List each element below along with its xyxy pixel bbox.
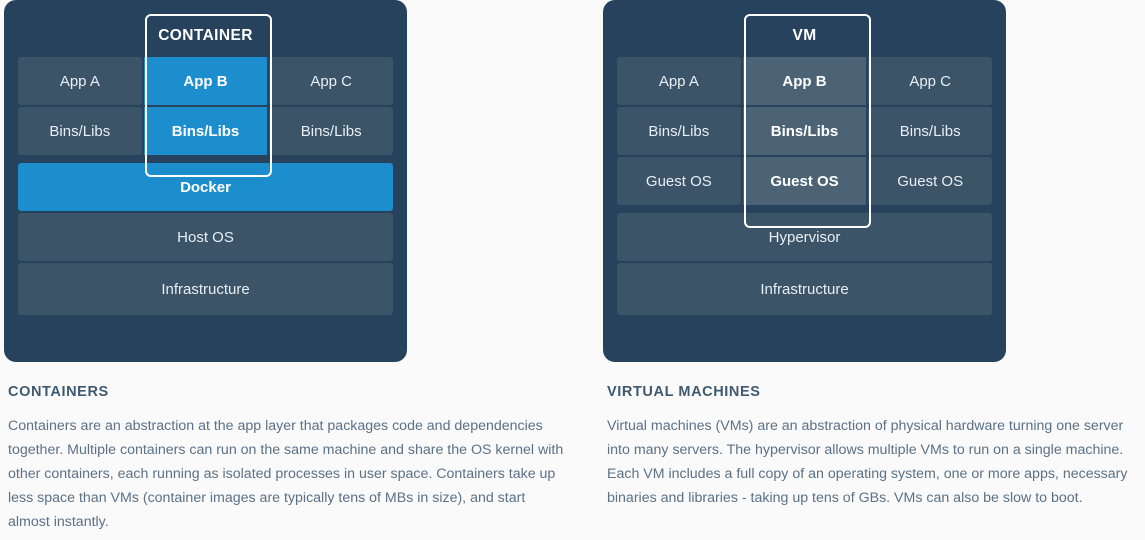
container-header-label: CONTAINER (158, 26, 253, 44)
vm-tile-app-a: App A (617, 57, 741, 105)
vm-tile-binslibs-b: Bins/Libs (742, 107, 867, 155)
containers-text-block: CONTAINERS Containers are an abstraction… (4, 384, 570, 534)
container-bar-host-os: Host OS (18, 213, 393, 261)
containers-title: CONTAINERS (8, 384, 109, 400)
virtual-machines-description: Virtual machines (VMs) are an abstractio… (607, 418, 1128, 506)
container-bar-infrastructure: Infrastructure (18, 263, 393, 315)
container-stack-header: CONTAINER (18, 14, 393, 57)
vm-libs-row: Bins/Libs Bins/Libs Bins/Libs (617, 107, 993, 155)
container-tile-binslibs-b: Bins/Libs (143, 107, 268, 155)
container-architecture-diagram: CONTAINER App A App B App C Bins/Libs Bi… (4, 0, 407, 362)
containers-description: Containers are an abstraction at the app… (8, 418, 564, 530)
containers-column: CONTAINER App A App B App C Bins/Libs Bi… (4, 0, 570, 534)
vm-bar-hypervisor: Hypervisor (617, 213, 992, 261)
virtual-machines-column: VM App A App B App C Bins/Libs Bins/Libs… (603, 0, 1145, 510)
vm-stack-header: VM (617, 14, 992, 57)
vm-tile-binslibs-c: Bins/Libs (868, 107, 993, 155)
vm-tile-guest-os-b: Guest OS (742, 157, 867, 205)
virtual-machines-title: VIRTUAL MACHINES (607, 384, 761, 400)
vm-tile-app-b: App B (742, 57, 867, 105)
vm-tile-guest-os-c: Guest OS (868, 157, 993, 205)
container-tile-binslibs-a: Bins/Libs (18, 107, 142, 155)
container-app-row: App A App B App C (18, 57, 394, 105)
vm-header-label: VM (792, 26, 817, 44)
container-tile-app-b: App B (143, 57, 268, 105)
vm-tile-app-c: App C (868, 57, 993, 105)
vm-guest-os-row: Guest OS Guest OS Guest OS (617, 157, 993, 205)
container-libs-row: Bins/Libs Bins/Libs Bins/Libs (18, 107, 394, 155)
container-tile-app-c: App C (269, 57, 394, 105)
container-bar-docker: Docker (18, 163, 393, 211)
container-tile-app-a: App A (18, 57, 142, 105)
vm-architecture-diagram: VM App A App B App C Bins/Libs Bins/Libs… (603, 0, 1006, 362)
vm-tile-binslibs-a: Bins/Libs (617, 107, 741, 155)
vm-app-row: App A App B App C (617, 57, 993, 105)
virtual-machines-text-block: VIRTUAL MACHINES Virtual machines (VMs) … (603, 384, 1145, 510)
vm-tile-guest-os-a: Guest OS (617, 157, 741, 205)
container-tile-binslibs-c: Bins/Libs (269, 107, 394, 155)
vm-bar-infrastructure: Infrastructure (617, 263, 992, 315)
